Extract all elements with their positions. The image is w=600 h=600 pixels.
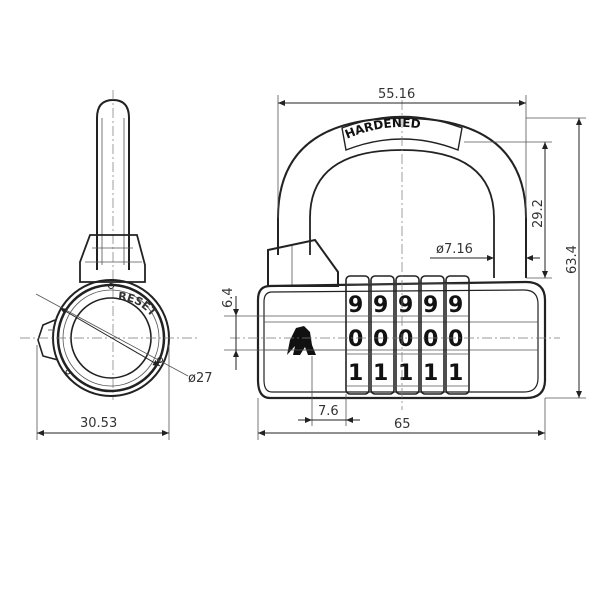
wheel-2-bottom: 1 (373, 361, 388, 386)
side-width-label: 30.53 (80, 416, 117, 431)
svg-text:HARDENED: HARDENED (343, 116, 422, 142)
shackle-stamp: HARDENED (343, 116, 422, 142)
wheel-4-bottom: 1 (423, 361, 438, 386)
wheel-offset-label: 6.4 (221, 287, 236, 308)
shackle-clearance-label: 29.2 (531, 199, 546, 228)
wheel-4-top: 9 (423, 293, 438, 318)
wheel-3-top: 9 (398, 293, 413, 318)
front-view: HARDENED 9 9 9 9 9 (221, 87, 586, 440)
shackle-width-label: 55.16 (378, 87, 415, 102)
wheel-2-middle: 0 (373, 327, 388, 352)
total-height-label: 63.4 (565, 245, 580, 274)
wheel-3-middle: 0 (398, 327, 413, 352)
side-view: RESET ø27 30.53 (20, 90, 213, 440)
body-width-label: 65 (394, 417, 411, 432)
gorilla-logo-icon (287, 326, 316, 355)
wheel-4-middle: 0 (423, 327, 438, 352)
wheel-5-top: 9 (448, 293, 463, 318)
wheel-1-bottom: 1 (348, 361, 363, 386)
body-diameter-label: ø27 (188, 371, 213, 386)
combination-wheels[interactable]: 9 9 9 9 9 0 0 0 0 0 1 1 1 1 1 (345, 275, 470, 395)
left-offset-label: 7.6 (318, 404, 339, 419)
wheel-5-middle: 0 (448, 327, 463, 352)
wheel-5-bottom: 1 (448, 361, 463, 386)
wheel-2-top: 9 (373, 293, 388, 318)
wheel-1-top: 9 (348, 293, 363, 318)
wheel-1-middle: 0 (348, 327, 363, 352)
wheel-3-bottom: 1 (398, 361, 413, 386)
shackle-diameter-label: ø7.16 (436, 242, 473, 257)
